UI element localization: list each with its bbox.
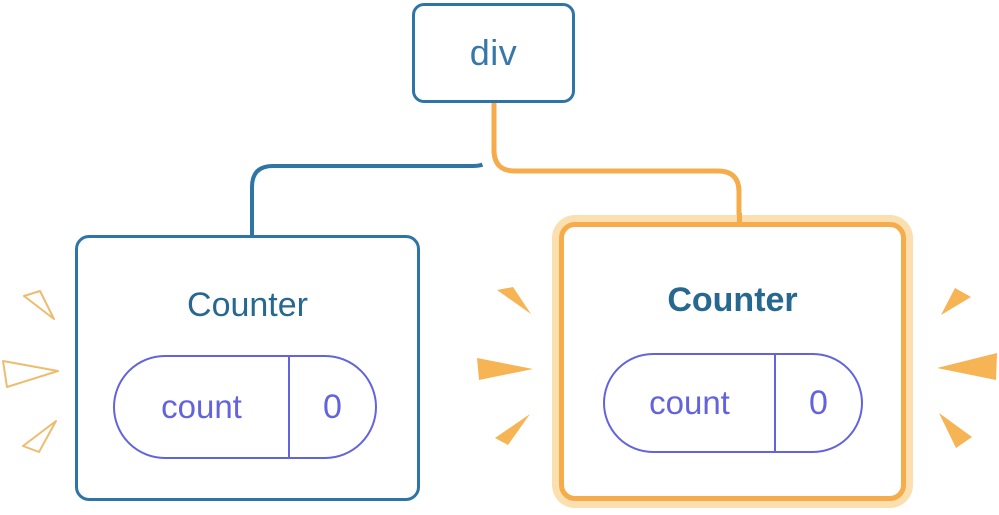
tree-node-div-label: div bbox=[469, 32, 518, 73]
connector-right-casing bbox=[480, 98, 753, 216]
counter-title: Counter bbox=[187, 286, 308, 324]
spark-icon bbox=[23, 290, 55, 320]
spark-icon bbox=[495, 414, 530, 445]
state-key-label: count bbox=[161, 388, 242, 425]
spark-icon bbox=[939, 413, 972, 448]
spark-group-right-counter-left bbox=[477, 287, 533, 445]
tree-node-div: div bbox=[412, 3, 575, 103]
spark-icon bbox=[477, 358, 533, 380]
spark-icon bbox=[22, 420, 57, 453]
spark-icon bbox=[941, 288, 971, 315]
spark-group-left-counter bbox=[2, 290, 59, 453]
spark-icon bbox=[937, 353, 997, 380]
state-pill: count 0 bbox=[113, 355, 377, 459]
counter-title: Counter bbox=[667, 281, 798, 319]
connector-left-line bbox=[250, 100, 496, 240]
state-value-label: 0 bbox=[774, 355, 861, 451]
state-pill: count 0 bbox=[603, 353, 863, 453]
spark-icon bbox=[2, 360, 59, 388]
spark-group-right-counter-right bbox=[937, 288, 997, 448]
state-value-label: 0 bbox=[288, 357, 375, 457]
state-key-label: count bbox=[649, 384, 730, 421]
tree-node-counter-left: Counter count 0 bbox=[75, 235, 420, 501]
connector-right-line bbox=[491, 98, 742, 232]
tree-node-counter-right-highlighted: Counter count 0 bbox=[559, 222, 906, 501]
spark-icon bbox=[497, 287, 531, 314]
connector-right-line-tip bbox=[737, 213, 742, 225]
